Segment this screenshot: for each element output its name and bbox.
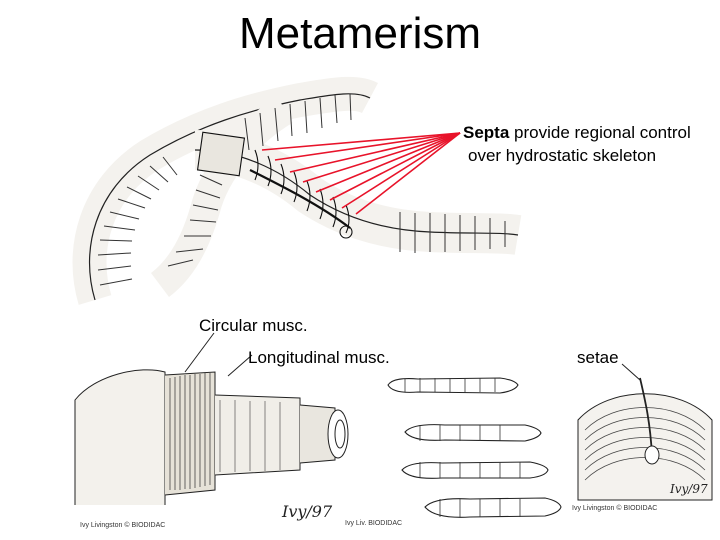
worm-segment-rings — [97, 93, 506, 286]
longitudinal-muscle-label: Longitudinal musc. — [248, 348, 390, 367]
circular-muscle-label: Circular musc. — [199, 316, 308, 335]
signature-center: Ivy/97 — [282, 502, 333, 521]
setae-label: setae — [577, 348, 619, 367]
muscle-label-leaders — [184, 332, 253, 377]
worm-silhouette-3 — [401, 461, 549, 479]
septa-description: provide regional control — [509, 123, 691, 142]
worm-silhouette-2 — [404, 424, 542, 442]
septa-pointer-lines — [261, 132, 461, 215]
worm-silhouette-1 — [387, 377, 519, 394]
worm-silhouette-4 — [424, 497, 562, 518]
signature-right: Ivy/97 — [670, 482, 708, 496]
septa-label: Septa provide regional control — [463, 122, 691, 143]
septa-label-line2: over hydrostatic skeleton — [468, 146, 657, 165]
worm-silhouettes — [387, 377, 562, 518]
credit-right: Ivy Livingston © BIODIDAC — [572, 505, 658, 512]
muscle-layers-illustration — [74, 369, 349, 505]
worm-body-loop — [150, 96, 293, 297]
setae-illustration — [577, 363, 713, 501]
credit-middle: Ivy Liv. BIODIDAC — [345, 520, 403, 527]
credit-left: Ivy Livingston © BIODIDAC — [80, 522, 166, 529]
earthworm-illustration — [72, 76, 522, 305]
septa-term: Septa — [463, 123, 510, 142]
septa-dissection — [196, 131, 353, 239]
page-title: Metamerism — [238, 9, 482, 58]
